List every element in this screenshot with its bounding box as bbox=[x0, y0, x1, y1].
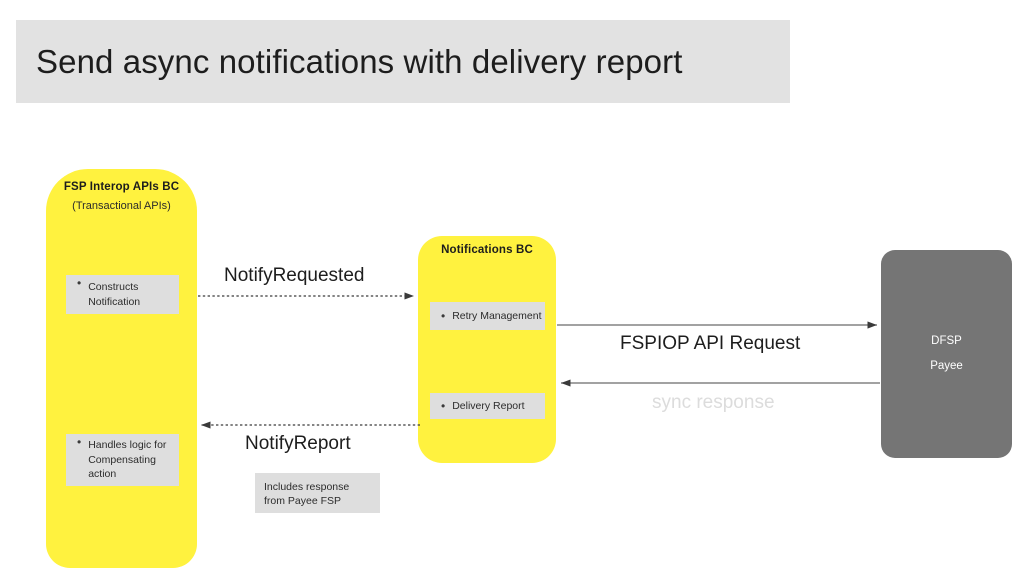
capability-compensating-action[interactable]: • Handles logic for Compensating action bbox=[66, 434, 179, 486]
capability-constructs-notification[interactable]: • Constructs Notification bbox=[66, 275, 179, 314]
note-includes-response-from-payee-fsp: Includes response from Payee FSP bbox=[255, 473, 380, 513]
bullet-icon: • bbox=[77, 276, 82, 290]
capability-delivery-report[interactable]: • Delivery Report bbox=[430, 393, 545, 419]
capability-retry-management[interactable]: • Retry Management bbox=[430, 302, 545, 330]
dfsp-label: DFSP bbox=[931, 335, 962, 347]
bullet-icon: • bbox=[77, 435, 82, 449]
notifications-bc-box[interactable]: Notifications BC bbox=[418, 236, 556, 463]
capability-label: Delivery Report bbox=[452, 399, 525, 412]
arrow-label-notify-requested: NotifyRequested bbox=[224, 265, 365, 286]
payee-label: Payee bbox=[930, 359, 963, 372]
arrow-label-notify-report: NotifyReport bbox=[245, 433, 351, 454]
capability-label: Constructs Notification bbox=[88, 281, 141, 308]
capability-label: Retry Management bbox=[452, 309, 542, 322]
page-title: Send async notifications with delivery r… bbox=[36, 42, 683, 80]
bullet-icon: • bbox=[441, 309, 446, 323]
notifications-bc-title: Notifications BC bbox=[441, 244, 533, 256]
capability-label: Handles logic for Compensating action bbox=[88, 439, 167, 481]
dfsp-payee-box[interactable]: DFSP Payee bbox=[881, 250, 1012, 458]
note-text: Includes response from Payee FSP bbox=[264, 481, 350, 507]
title-banner: Send async notifications with delivery r… bbox=[16, 20, 790, 103]
fsp-interop-apis-bc-box[interactable]: FSP Interop APIs BC (Transactional APIs) bbox=[46, 169, 197, 568]
bullet-icon: • bbox=[441, 399, 446, 413]
fsp-interop-apis-bc-subtitle: (Transactional APIs) bbox=[72, 200, 171, 212]
arrow-label-sync-response: sync response bbox=[652, 392, 775, 413]
fsp-interop-apis-bc-title: FSP Interop APIs BC bbox=[63, 181, 180, 193]
arrow-label-fspiop-api-request: FSPIOP API Request bbox=[620, 333, 801, 354]
